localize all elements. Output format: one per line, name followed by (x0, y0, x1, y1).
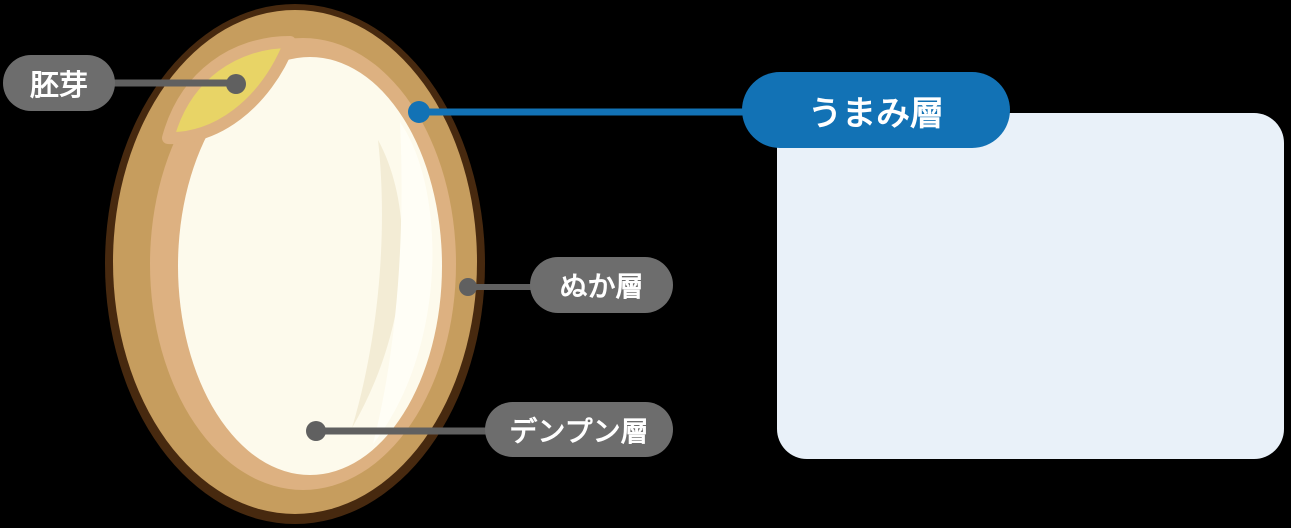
umami-description-panel: アミノ酸、オリゴ糖などの “うまみ成分” が豊富で、 口当たりに大きく影響する、… (777, 113, 1284, 459)
germ-label-pill: 胚芽 (3, 55, 115, 111)
bran-marker-dot (459, 278, 477, 296)
bran-label-pill: ぬか層 (530, 257, 673, 313)
starch-label-pill: デンプン層 (485, 402, 673, 457)
starch-label-text: デンプン層 (509, 415, 649, 447)
endosperm-highlight-crescent (373, 122, 433, 444)
umami-marker-dot (408, 101, 430, 123)
germ-marker-dot (226, 74, 246, 94)
starch-marker-dot (306, 421, 326, 441)
umami-title-text: うまみ層 (808, 94, 944, 133)
germ-label-text: 胚芽 (29, 70, 88, 102)
endosperm-shade-crescent (352, 140, 403, 428)
bran-label-text: ぬか層 (559, 271, 644, 302)
umami-title-badge: うまみ層 (742, 72, 1010, 148)
